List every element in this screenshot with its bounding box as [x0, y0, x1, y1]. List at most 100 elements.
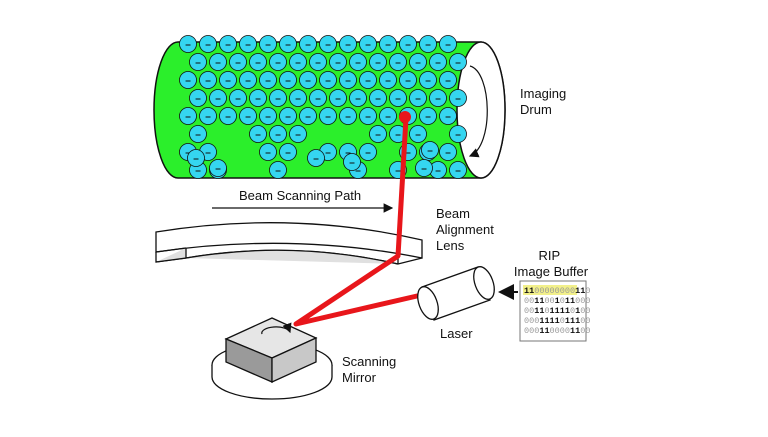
charge-symbol: – [313, 154, 319, 165]
charge-particle [429, 89, 447, 107]
charge-particle [421, 141, 439, 159]
charge-symbol: – [245, 76, 251, 87]
charge-particle [319, 107, 337, 125]
charge-particle [339, 71, 357, 89]
mirror-rotation-arrow [261, 322, 292, 335]
charge-symbol: – [425, 112, 431, 123]
beam-alignment-lens-label: Beam Alignment Lens [436, 206, 497, 253]
charge-symbol: – [205, 112, 211, 123]
scanning-mirror [211, 317, 333, 400]
charge-symbol: – [345, 40, 351, 51]
charge-symbol: – [205, 76, 211, 87]
charge-particle [179, 71, 197, 89]
charge-symbol: – [215, 164, 221, 175]
charge-particle [399, 71, 417, 89]
charge-particle [269, 125, 287, 143]
charge-symbol: – [325, 148, 331, 159]
charge-particle [329, 89, 347, 107]
charge-symbol: – [445, 112, 451, 123]
charge-particle [319, 71, 337, 89]
charge-particle [307, 149, 325, 167]
buffer-row: 0011011110100 [524, 306, 590, 316]
charge-symbol: – [195, 130, 201, 141]
charge-particle [199, 71, 217, 89]
charge-particle [439, 35, 457, 53]
charge-particle [187, 149, 205, 167]
charge-particle [249, 89, 267, 107]
charge-symbol: – [225, 112, 231, 123]
charge-symbol: – [375, 94, 381, 105]
charge-particle [219, 71, 237, 89]
charge-symbol: – [365, 112, 371, 123]
charge-symbol: – [415, 58, 421, 69]
buffer-row: 1100000000110 [524, 286, 590, 296]
charge-symbol: – [315, 58, 321, 69]
charge-symbol: – [455, 166, 461, 177]
charge-symbol: – [325, 112, 331, 123]
charge-particle [309, 89, 327, 107]
charge-symbol: – [375, 130, 381, 141]
charge-symbol: – [235, 58, 241, 69]
charge-symbol: – [385, 76, 391, 87]
charge-symbol: – [335, 94, 341, 105]
charge-particle [219, 107, 237, 125]
charge-particle [379, 107, 397, 125]
drum-rotation-arrow [468, 65, 488, 158]
charge-particle [359, 143, 377, 161]
charge-particle [419, 107, 437, 125]
charge-symbol: – [285, 40, 291, 51]
charge-symbol: – [445, 76, 451, 87]
charge-symbol: – [195, 58, 201, 69]
charge-particle [209, 89, 227, 107]
charge-particle [379, 71, 397, 89]
charge-symbol: – [349, 158, 355, 169]
charge-symbol: – [275, 58, 281, 69]
charge-symbol: – [395, 58, 401, 69]
charge-particle [249, 125, 267, 143]
charge-particle [359, 107, 377, 125]
charge-symbol: – [275, 166, 281, 177]
charge-particle [219, 35, 237, 53]
charge-symbol: – [405, 76, 411, 87]
charge-symbol: – [455, 58, 461, 69]
drum-end-cap [456, 41, 506, 179]
charge-symbol: – [185, 112, 191, 123]
charge-particle [239, 71, 257, 89]
charge-particle [419, 35, 437, 53]
charge-particle [299, 107, 317, 125]
charge-symbol: – [285, 76, 291, 87]
charge-particle [199, 35, 217, 53]
charge-particle [189, 125, 207, 143]
charge-symbol: – [365, 76, 371, 87]
charge-symbol: – [425, 40, 431, 51]
charge-particle [289, 89, 307, 107]
scanning-mirror-label: Scanning Mirror [342, 354, 400, 385]
charge-symbol: – [395, 130, 401, 141]
charge-particle [279, 143, 297, 161]
charge-particle [309, 53, 327, 71]
charge-particle [299, 71, 317, 89]
charge-symbol: – [425, 76, 431, 87]
charge-symbol: – [355, 58, 361, 69]
charge-symbol: – [427, 146, 433, 157]
charge-particle [389, 89, 407, 107]
charge-symbol: – [265, 148, 271, 159]
charge-symbol: – [415, 130, 421, 141]
charge-symbol: – [305, 40, 311, 51]
charge-particles: ––––––––––––––––––––––––––––––––––––––––… [179, 35, 467, 179]
charge-particle [409, 53, 427, 71]
charge-particle [449, 125, 467, 143]
charge-symbol: – [365, 40, 371, 51]
buffer-highlight [523, 285, 577, 295]
charge-symbol: – [215, 58, 221, 69]
charge-symbol: – [195, 94, 201, 105]
charge-particle [279, 35, 297, 53]
charge-symbol: – [455, 94, 461, 105]
charge-symbol: – [215, 94, 221, 105]
charge-symbol: – [205, 148, 211, 159]
charge-symbol: – [405, 40, 411, 51]
charge-particle [439, 107, 457, 125]
charge-particle [229, 53, 247, 71]
charge-particle [229, 89, 247, 107]
charge-particle [419, 71, 437, 89]
